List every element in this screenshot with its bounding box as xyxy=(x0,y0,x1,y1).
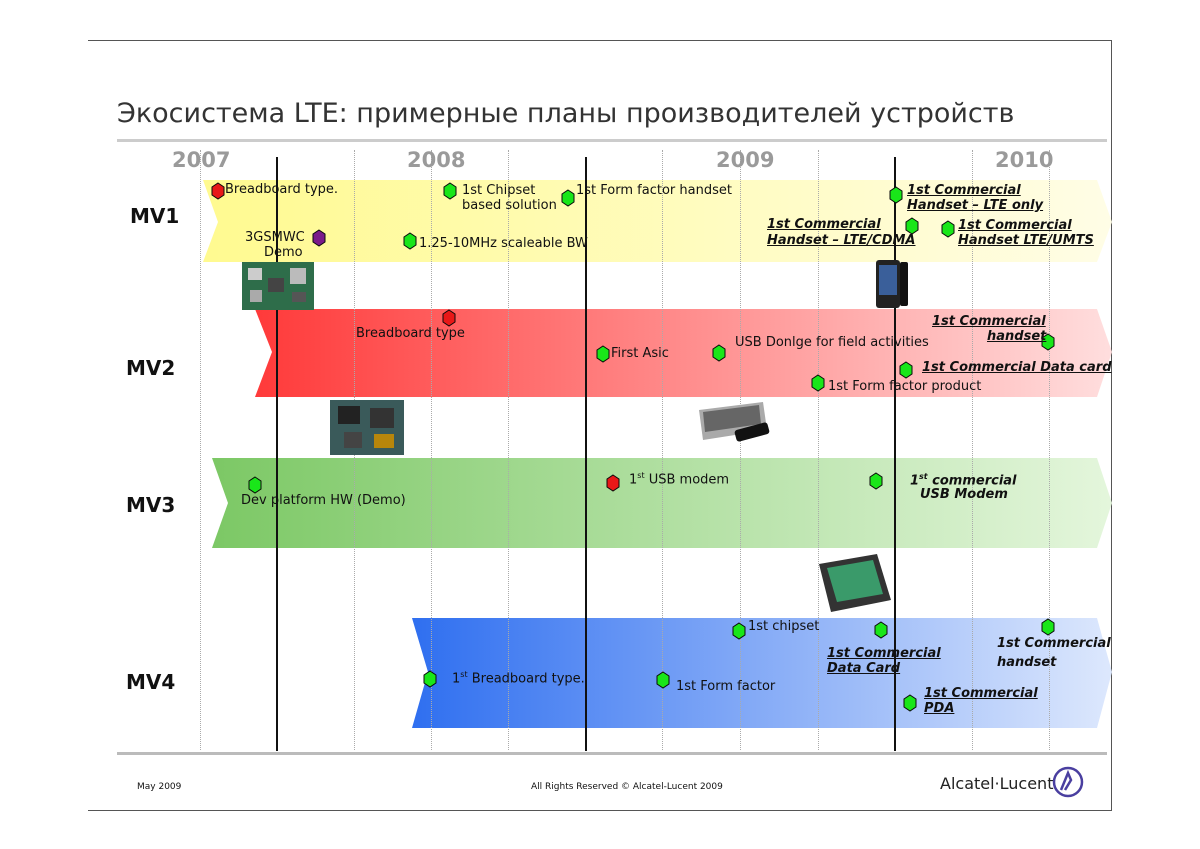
usb-dongle-photo-mv2 xyxy=(699,402,770,442)
year-line-2009 xyxy=(894,157,896,751)
milestone-hexagon-icon xyxy=(899,361,913,379)
mv4-pda-label-2: PDA xyxy=(924,701,955,716)
mv4-chipset-label: 1st chipset xyxy=(748,619,820,634)
grid-line xyxy=(431,150,432,750)
milestone-hexagon-icon xyxy=(874,621,888,639)
mv4-data-card-label-2: Data Card xyxy=(827,661,901,676)
milestone-hexagon-icon xyxy=(443,182,457,200)
bottom-axis xyxy=(117,752,1107,755)
pda-photo-mv4 xyxy=(819,554,891,612)
grid-line xyxy=(972,150,973,750)
milestone-hexagon-icon xyxy=(606,474,620,492)
mv1-form-factor-label: 1st Form factor handset xyxy=(576,183,732,198)
grid-line xyxy=(508,150,509,750)
mv4-data-card-label-1: 1st Commercial xyxy=(827,646,941,661)
mv1-gsm-label-1: 3GSMWC xyxy=(245,230,305,245)
mv4-handset-label-2: handset xyxy=(997,655,1057,670)
top-rule xyxy=(88,40,1112,41)
page-title: Экосистема LTE: примерные планы производ… xyxy=(117,98,1015,129)
mv2-band xyxy=(255,309,1112,397)
mv4-pda-label-1: 1st Commercial xyxy=(924,686,1038,701)
mv2-breadboard-label: Breadboard type xyxy=(356,326,465,341)
milestone-hexagon-icon xyxy=(312,229,326,247)
mv2-handset-label-1: 1st Commercial xyxy=(932,314,1046,329)
mv3-dev-platform-label: Dev platform HW (Demo) xyxy=(241,493,406,508)
row-label-mv4: MV4 xyxy=(126,670,176,694)
year-line-2007 xyxy=(276,157,278,751)
footer-date: May 2009 xyxy=(137,782,182,792)
year-2010: 2010 xyxy=(995,148,1054,172)
milestone-hexagon-icon xyxy=(596,345,610,363)
grid-line xyxy=(1049,150,1050,750)
mv1-umts-label-1: 1st Commercial xyxy=(958,218,1072,233)
mv4-handset-label-1: 1st Commercial xyxy=(997,636,1111,651)
milestone-hexagon-icon xyxy=(561,189,575,207)
phone-photo-mv1 xyxy=(876,260,908,308)
circuit-board-photo-mv2 xyxy=(330,400,404,455)
milestone-hexagon-icon xyxy=(656,671,670,689)
grid-line xyxy=(740,150,741,750)
grid-line xyxy=(818,150,819,750)
grid-line xyxy=(200,150,201,750)
title-underline xyxy=(117,139,1107,142)
mv1-lte-only-label-1: 1st Commercial xyxy=(907,183,1021,198)
year-2008: 2008 xyxy=(407,148,466,172)
brand-name: Alcatel·Lucent xyxy=(940,774,1054,793)
alcatel-lucent-logo-icon xyxy=(1052,766,1084,798)
row-label-mv1: MV1 xyxy=(130,204,180,228)
mv1-cdma-label-1: 1st Commercial xyxy=(767,217,881,232)
mv1-cdma-label-2: Handset – LTE/CDMA xyxy=(767,233,916,248)
mv1-gsm-label-2: Demo xyxy=(264,245,303,260)
milestone-hexagon-icon xyxy=(442,309,456,327)
milestone-hexagon-icon xyxy=(889,186,903,204)
mv3-commercial-label-1: 1st commercial xyxy=(910,472,1017,489)
mv1-breadboard-label: Breadboard type. xyxy=(225,182,339,197)
circuit-board-photo-mv1 xyxy=(242,262,314,310)
mv1-scaleable-label: 1.25-10MHz scaleable BW xyxy=(419,236,588,251)
mv3-commercial-label-2: USB Modem xyxy=(920,487,1008,502)
milestone-hexagon-icon xyxy=(941,220,955,238)
footer-rights: All Rights Reserved © Alcatel-Lucent 200… xyxy=(531,782,723,792)
year-2009: 2009 xyxy=(716,148,775,172)
milestone-hexagon-icon xyxy=(732,622,746,640)
milestone-hexagon-icon xyxy=(811,374,825,392)
mv1-band xyxy=(203,180,1112,262)
mv3-usb-modem-label: 1st USB modem xyxy=(629,471,730,488)
milestone-hexagon-icon xyxy=(423,670,437,688)
mv1-umts-label-2: Handset LTE/UMTS xyxy=(958,233,1094,248)
milestone-hexagon-icon xyxy=(403,232,417,250)
year-line-2008 xyxy=(585,157,587,751)
mv4-breadboard-label: 1st Breadboard type. xyxy=(452,670,585,687)
mv2-data-card-label: 1st Commercial Data card xyxy=(922,360,1112,375)
bottom-rule xyxy=(88,810,1112,811)
milestone-hexagon-icon xyxy=(1041,618,1055,636)
year-2007: 2007 xyxy=(172,148,231,172)
row-label-mv3: MV3 xyxy=(126,493,176,517)
milestone-hexagon-icon xyxy=(211,182,225,200)
milestone-hexagon-icon xyxy=(905,217,919,235)
row-label-mv2: MV2 xyxy=(126,356,176,380)
mv2-handset-label-2: handset xyxy=(987,329,1047,344)
mv4-band xyxy=(412,618,1112,728)
mv2-usb-dongle-label: USB Donlge for field activities xyxy=(735,335,929,350)
mv1-chipset-label-1: 1st Chipset xyxy=(462,183,536,198)
milestone-hexagon-icon xyxy=(903,694,917,712)
milestone-hexagon-icon xyxy=(248,476,262,494)
milestone-hexagon-icon xyxy=(712,344,726,362)
mv2-first-asic-label: First Asic xyxy=(611,346,669,361)
mv1-chipset-label-2: based solution xyxy=(462,198,557,213)
milestone-hexagon-icon xyxy=(869,472,883,490)
mv2-form-factor-label: 1st Form factor product xyxy=(828,379,982,394)
grid-line xyxy=(662,150,663,750)
mv4-form-factor-label: 1st Form factor xyxy=(676,679,776,694)
right-rule xyxy=(1111,40,1112,811)
mv1-lte-only-label-2: Handset – LTE only xyxy=(907,198,1044,213)
